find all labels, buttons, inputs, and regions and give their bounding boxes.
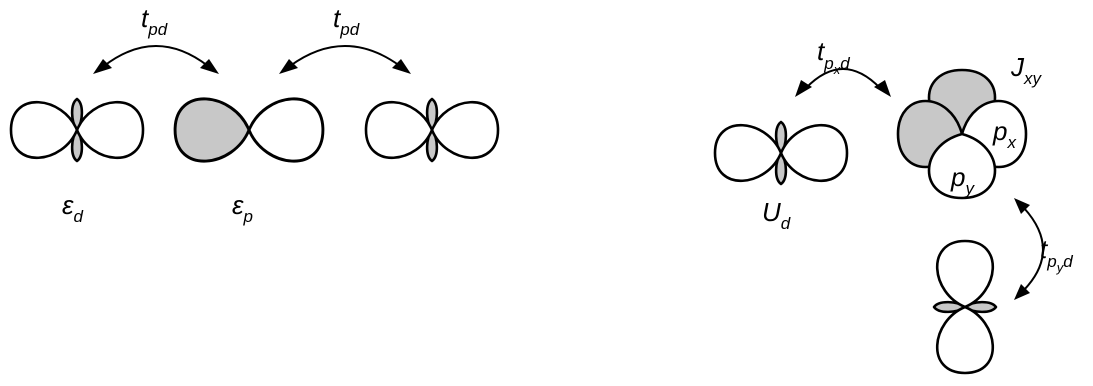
- d-orbital-vertical: [934, 241, 996, 373]
- J-xy-label: Jxy: [1010, 52, 1043, 88]
- t-pd-label-right: tpd: [333, 3, 360, 39]
- d-orbital-onsite: [715, 122, 847, 184]
- hopping-arrow-left: [93, 46, 219, 74]
- epsilon-d-label: εd: [62, 190, 83, 226]
- t-pyd-label: tpyd: [1040, 234, 1073, 275]
- U-d-label: Ud: [762, 197, 791, 233]
- d-orbital-right: [366, 99, 498, 161]
- hopping-arrow-pxd: [795, 69, 891, 97]
- hopping-arrow-pyd: [1014, 198, 1043, 300]
- d-orbital-left: [11, 99, 143, 161]
- p-orbital-center: [175, 99, 323, 161]
- t-pd-label-left: tpd: [141, 3, 168, 39]
- epsilon-p-label: εp: [232, 190, 253, 226]
- hopping-arrow-right: [279, 46, 411, 74]
- t-pxd-label: tpxd: [817, 36, 850, 77]
